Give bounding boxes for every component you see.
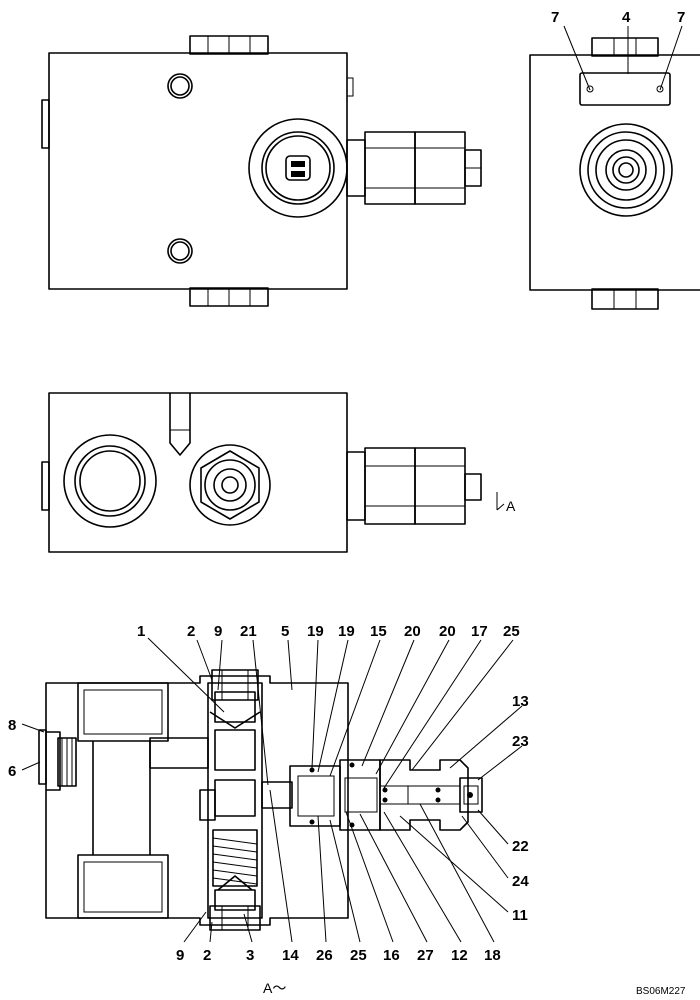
- label-8: 8: [8, 717, 16, 734]
- label-rv-left: 7: [551, 9, 559, 26]
- label-27: 27: [417, 947, 434, 964]
- label-12: 12: [451, 947, 468, 964]
- section-caption: A～: [263, 980, 286, 996]
- front-boss: [248, 118, 348, 218]
- top-cartridge-hex2: [414, 447, 466, 525]
- front-top-hole: [167, 73, 193, 99]
- side-port: [579, 123, 673, 217]
- section-bore: [92, 741, 151, 855]
- part-labels: 7 4 7 1 2 9 21 5 19 19 15 20 20 17 25 13…: [8, 9, 685, 964]
- front-cartridge-hex2: [414, 131, 466, 205]
- label-rv-mid: 4: [622, 9, 631, 26]
- label-26: 26: [316, 947, 333, 964]
- drawing-code: BS06M227: [636, 986, 686, 997]
- label-3: 3: [246, 947, 254, 964]
- section-port-upper: [77, 682, 169, 742]
- label-6: 6: [8, 763, 16, 780]
- label-20b: 20: [439, 623, 456, 640]
- label-21: 21: [240, 623, 257, 640]
- drill-point: [169, 393, 191, 456]
- section-poppet: [214, 729, 256, 771]
- section-cartridge-hex: [379, 759, 469, 831]
- label-23: 23: [512, 733, 529, 750]
- label-5: 5: [281, 623, 289, 640]
- top-cartridge-hex1: [364, 447, 416, 525]
- label-2-top: 2: [187, 623, 195, 640]
- label-rv-right: 7: [677, 9, 685, 26]
- nameplate: [579, 72, 671, 106]
- label-13: 13: [512, 693, 529, 710]
- section-adjust-screw: [459, 777, 483, 813]
- label-22: 22: [512, 838, 529, 855]
- label-19b: 19: [338, 623, 355, 640]
- side-view: [529, 37, 700, 310]
- label-2-bottom: 2: [203, 947, 211, 964]
- top-left-port: [41, 461, 50, 511]
- section-view: [38, 669, 483, 931]
- label-20a: 20: [404, 623, 421, 640]
- leader-lines: [21, 25, 683, 943]
- label-17: 17: [471, 623, 488, 640]
- side-top-nut: [591, 37, 659, 57]
- label-24: 24: [512, 873, 529, 890]
- label-25-top: 25: [503, 623, 520, 640]
- label-19a: 19: [307, 623, 324, 640]
- top-view: A: [41, 392, 516, 553]
- section-bottom-plug: [209, 905, 261, 931]
- front-cartridge-hex1: [364, 131, 416, 205]
- top-main-port: [63, 434, 157, 528]
- front-left-port: [41, 99, 50, 149]
- label-9-bottom: 9: [176, 947, 184, 964]
- label-16: 16: [383, 947, 400, 964]
- label-25-bottom: 25: [350, 947, 367, 964]
- side-bottom-nut: [591, 288, 659, 310]
- front-bottom-hole: [167, 238, 193, 264]
- top-adjust-screw: [464, 473, 482, 501]
- top-hex-port: [189, 444, 271, 526]
- label-14: 14: [282, 947, 299, 964]
- label-1: 1: [137, 623, 145, 640]
- view-marker: A: [506, 498, 516, 514]
- label-9-top: 9: [214, 623, 222, 640]
- side-valve-body: [529, 54, 700, 291]
- label-15: 15: [370, 623, 387, 640]
- section-spool-column: [207, 682, 263, 919]
- top-valve-body: [48, 392, 348, 553]
- section-body: [45, 675, 349, 926]
- label-11: 11: [512, 907, 528, 924]
- label-18: 18: [484, 947, 501, 964]
- front-view: [41, 35, 482, 307]
- section-spring: [212, 829, 258, 887]
- section-cartridge-body: [339, 759, 381, 831]
